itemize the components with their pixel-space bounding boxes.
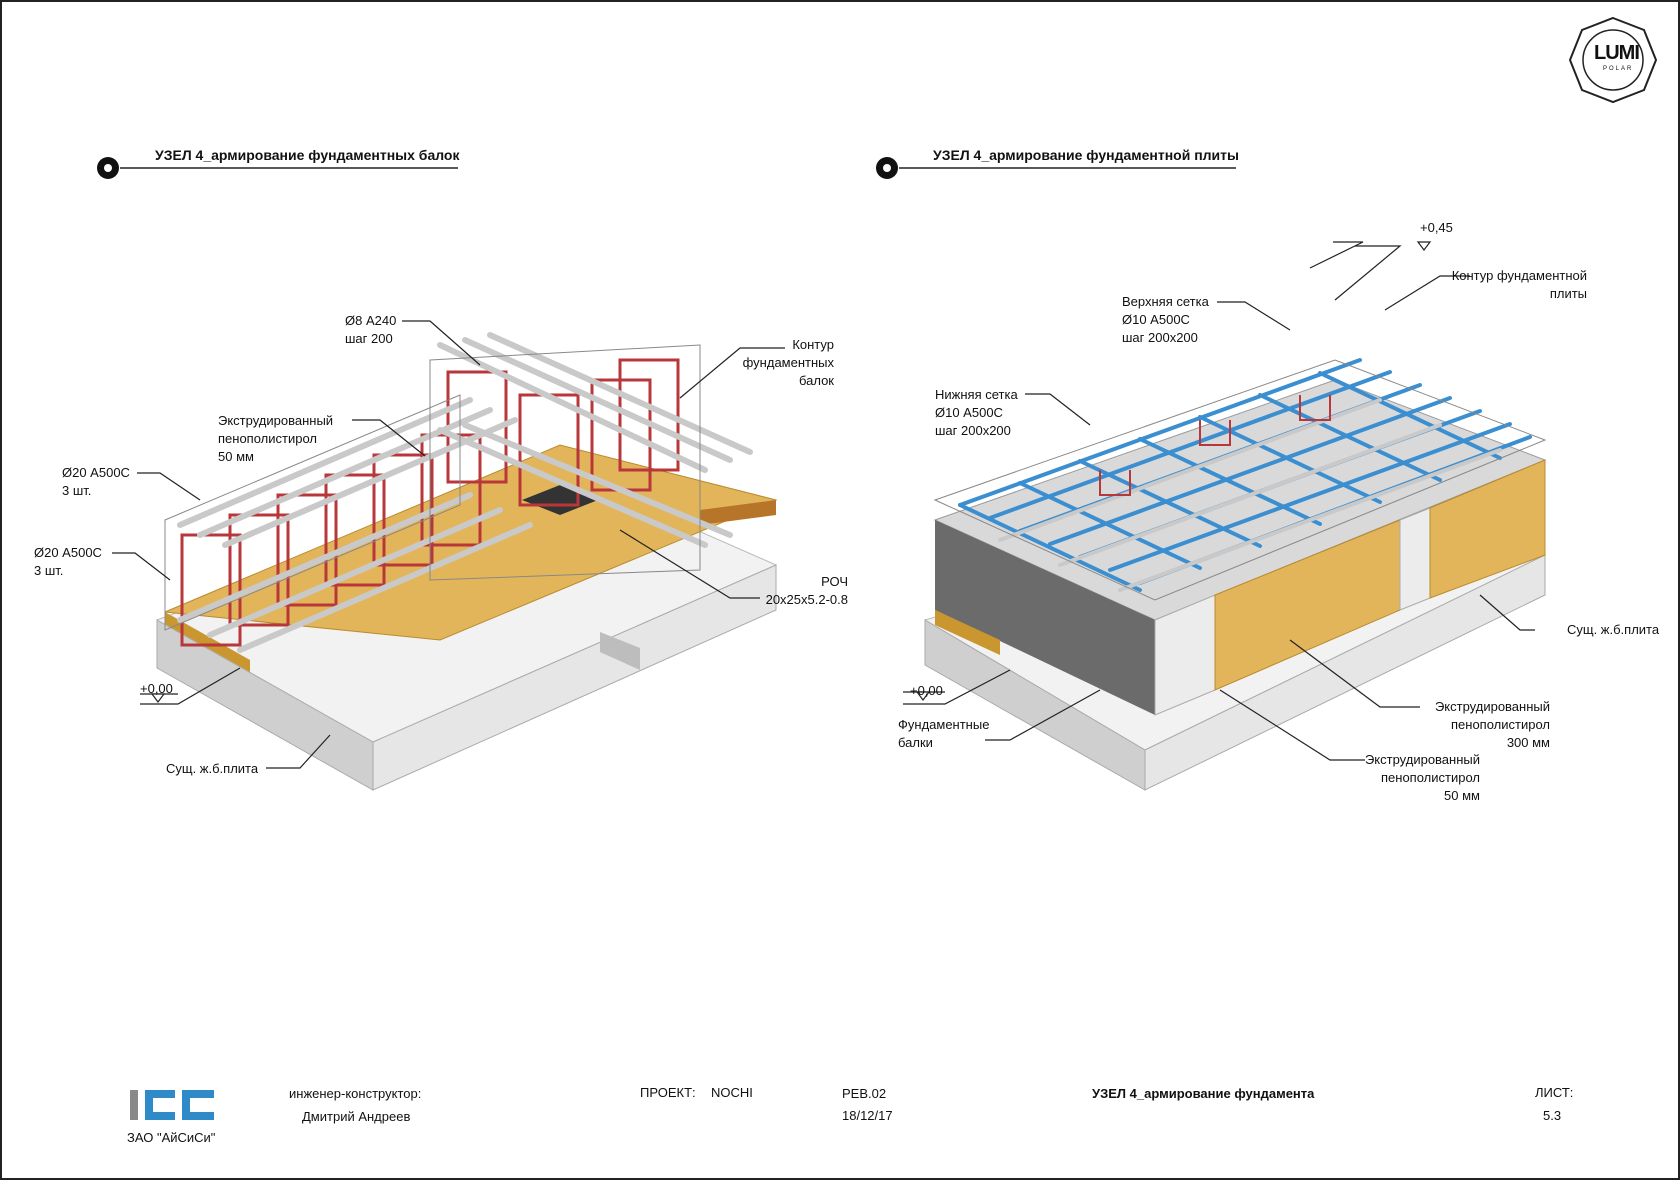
brand-logo-text: LUMI — [1594, 42, 1640, 64]
label-left-elevation: +0,00 — [140, 681, 173, 696]
label-right-slab: Сущ. ж.б.плита — [1567, 622, 1660, 637]
label-top-mesh: Верхняя сетка Ø10 А500С шаг 200х200 — [1122, 294, 1209, 345]
left-insulation-edge-2 — [700, 500, 776, 525]
label-right-elevation-top: +0,45 — [1420, 220, 1453, 235]
right-title-marker — [876, 157, 1236, 179]
left-contour-lines — [164, 344, 701, 631]
footer-sheet-title: УЗЕЛ 4_армирование фундамента — [1092, 1086, 1315, 1101]
label-eps-50: Экструдированный пенополистирол 50 мм — [1364, 752, 1480, 803]
brand-logo — [1568, 16, 1658, 104]
left-longitudinal-bars — [177, 332, 753, 653]
right-slab-dark-face — [935, 520, 1155, 715]
footer-sheet-no: 5.3 — [1543, 1108, 1562, 1123]
label-bottom-mesh: Нижняя сетка Ø10 А500С шаг 200х200 — [935, 387, 1018, 438]
footer-company: ЗАО "АйСиСи" — [127, 1130, 216, 1145]
right-contour-lines — [933, 359, 1547, 601]
label-right-elevation: +0,00 — [910, 683, 943, 698]
left-title-marker — [97, 157, 458, 179]
left-insulation-edge — [165, 612, 250, 672]
footer-role: инженер-конструктор: — [289, 1086, 422, 1101]
leader-lines — [112, 241, 1535, 769]
left-view — [155, 332, 778, 791]
right-bottom-bars — [998, 398, 1502, 592]
elevation-markers — [150, 241, 1432, 703]
label-beams: Фундаментные балки — [898, 717, 990, 750]
label-right-contour: Контур фундаментной плиты — [1451, 268, 1587, 301]
label-roch: РОЧ 20х25х5.2-0.8 — [765, 574, 848, 607]
left-slab-front — [372, 564, 777, 791]
label-stirrup: Ø8 А240 шаг 200 — [345, 313, 397, 346]
footer-rev: РЕВ.02 — [842, 1086, 887, 1101]
label-left-slab: Сущ. ж.б.плита — [166, 761, 259, 776]
footer-project-label: ПРОЕКТ: — [640, 1085, 696, 1100]
label-bottom-bars: Ø20 А500С 3 шт. — [34, 545, 102, 578]
right-view-title: УЗЕЛ 4_армирование фундаментной плиты — [933, 147, 1239, 163]
footer-date: 18/12/17 — [842, 1108, 893, 1123]
left-slab-step — [600, 632, 640, 670]
right-view — [923, 358, 1547, 791]
footer-project-name: NOCHI — [711, 1085, 753, 1100]
left-view-title: УЗЕЛ 4_армирование фундаментных балок — [155, 147, 460, 163]
footer-engineer: Дмитрий Андреев — [302, 1109, 411, 1124]
footer-sheet-label: ЛИСТ: — [1535, 1085, 1574, 1100]
label-top-bars: Ø20 А500С 3 шт. — [62, 465, 130, 498]
right-support-stirrups — [1099, 395, 1331, 496]
label-left-eps: Экструдированный пенополистирол 50 мм — [218, 413, 334, 464]
label-left-contour: Контур фундаментных балок — [742, 337, 834, 388]
brand-logo-sub: POLAR — [1603, 66, 1634, 72]
company-logo — [130, 1090, 214, 1120]
label-eps-300: Экструдированный пенополистирол 300 мм — [1434, 699, 1550, 750]
